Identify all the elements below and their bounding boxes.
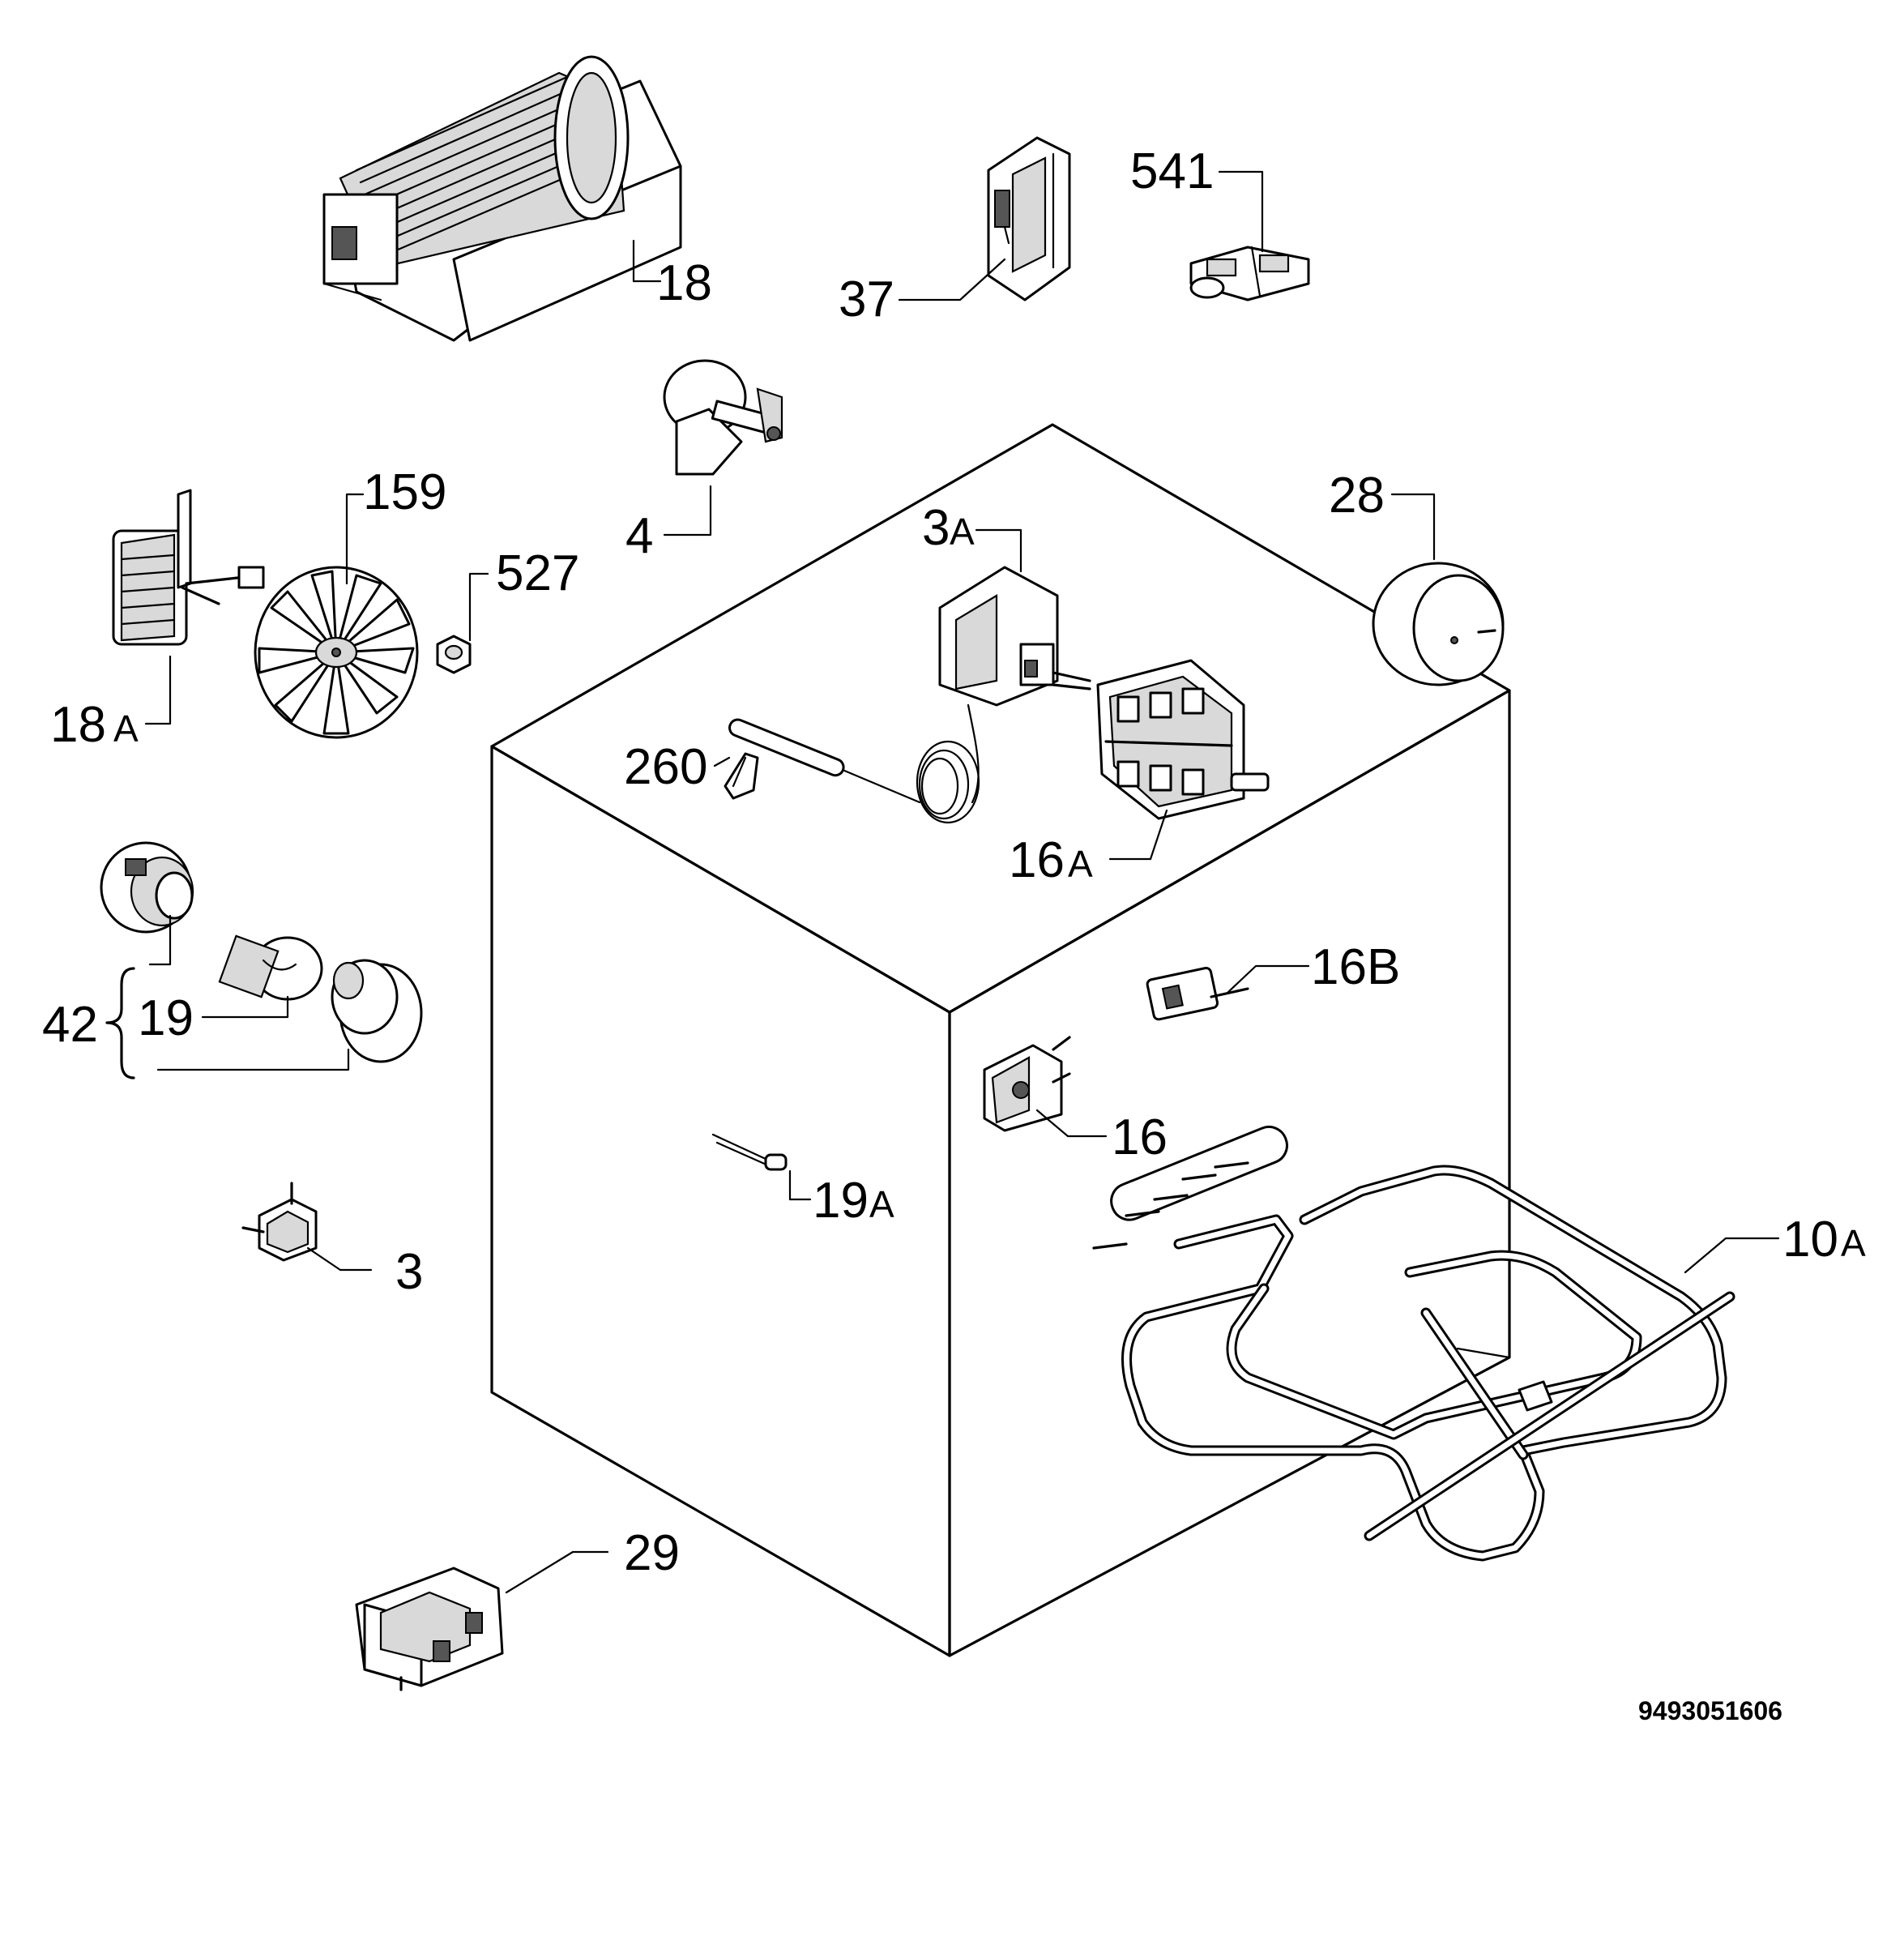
fan-motor-18a <box>112 489 265 646</box>
bulb-19 <box>218 934 323 1001</box>
label-527: 527 <box>496 545 579 601</box>
label-3a: 3 <box>922 500 950 556</box>
timer-28 <box>1372 562 1505 686</box>
connector-541 <box>1189 246 1310 301</box>
label-159: 159 <box>363 464 446 520</box>
switch-16b <box>1146 966 1249 1021</box>
lamp-wire-19a <box>711 1133 788 1171</box>
label-3a-suffix: A <box>950 511 975 553</box>
label-4: 4 <box>625 508 653 564</box>
relay-3 <box>241 1182 318 1262</box>
fan-blade-159 <box>254 566 419 739</box>
label-19a: 19 <box>813 1173 869 1229</box>
thermostat-3a <box>728 566 1091 824</box>
timer-motor-4 <box>663 359 783 476</box>
block-29 <box>355 1567 504 1691</box>
label-3: 3 <box>395 1244 423 1300</box>
label-18a-suffix: A <box>113 707 139 750</box>
switch-16 <box>983 1036 1071 1132</box>
label-18a: 18 <box>50 697 106 753</box>
label-260: 260 <box>624 739 707 795</box>
label-37: 37 <box>839 271 894 327</box>
drawing-code: 9493051606 <box>1638 1696 1782 1725</box>
oven-cavity-box <box>490 423 1511 1657</box>
leader-lines <box>144 170 1780 1594</box>
label-19: 19 <box>138 990 194 1046</box>
label-28: 28 <box>1329 468 1385 524</box>
tangential-fan-18 <box>322 55 682 342</box>
label-19a-suffix: A <box>869 1183 894 1225</box>
lamp-assembly-42 <box>100 841 423 1063</box>
label-16a: 16 <box>1009 832 1065 888</box>
nut-527 <box>436 635 472 674</box>
label-16b: 16B <box>1311 939 1400 995</box>
switch-37 <box>987 136 1071 301</box>
label-10a: 10 <box>1782 1212 1838 1267</box>
label-16a-suffix: A <box>1068 843 1093 885</box>
label-10a-suffix: A <box>1841 1222 1866 1264</box>
label-42: 42 <box>42 997 98 1053</box>
label-29: 29 <box>624 1525 680 1581</box>
part-labels: 18 37 541 4 159 527 18 A 3 A 28 260 16 A… <box>42 143 1866 1581</box>
label-16: 16 <box>1112 1109 1168 1165</box>
heating-element-10a <box>1092 1125 1735 1562</box>
selector-switch-16a <box>1096 659 1270 820</box>
plug-260 <box>724 752 759 800</box>
bracket-42 <box>105 967 135 1079</box>
label-18: 18 <box>656 255 712 311</box>
label-541: 541 <box>1130 143 1214 199</box>
